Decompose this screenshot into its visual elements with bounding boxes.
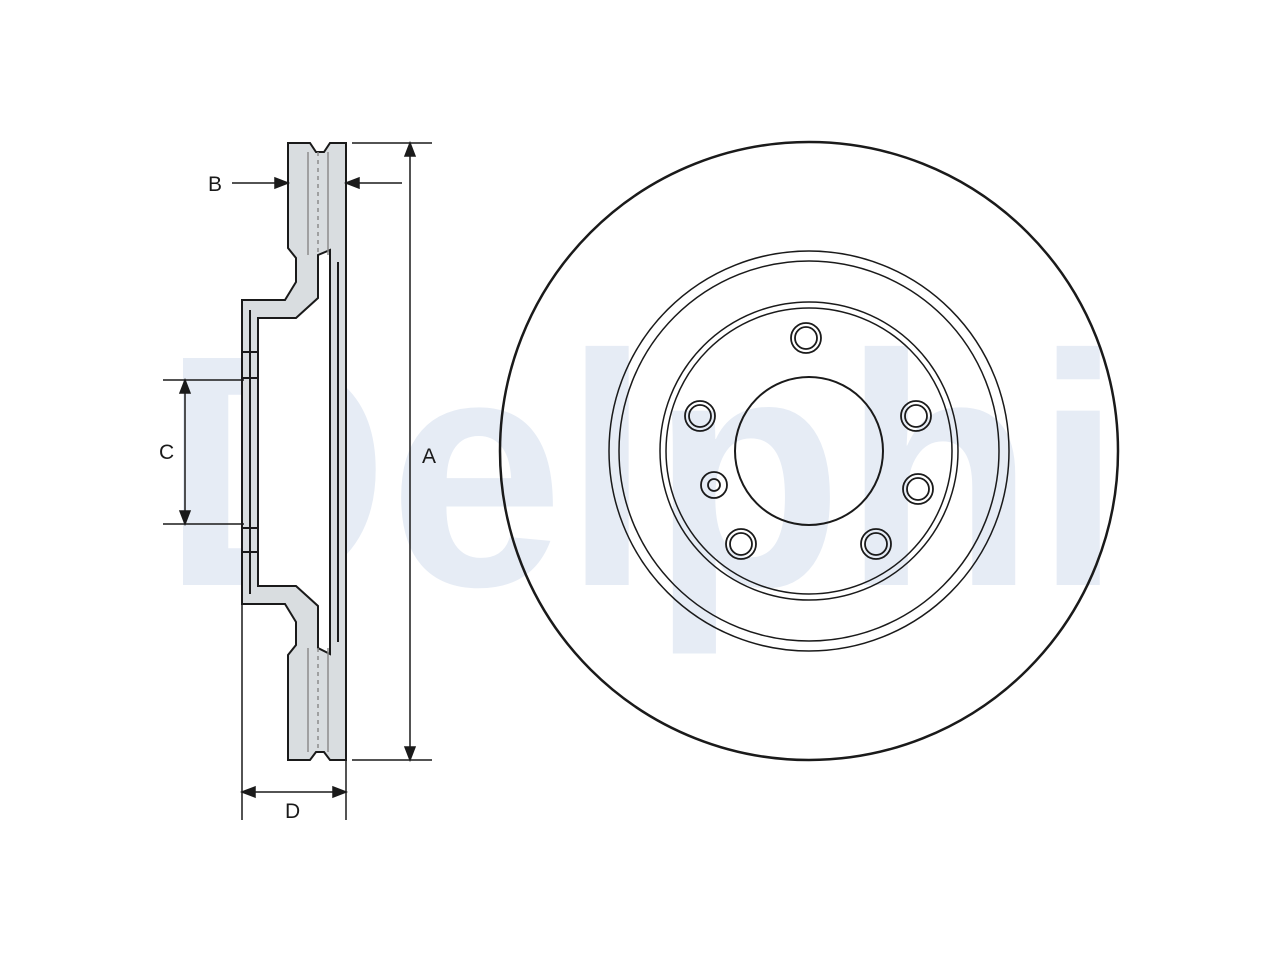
dim-c-arrow-bottom	[178, 510, 192, 527]
front-view	[498, 140, 1120, 762]
locating-screw-hole-inner	[707, 478, 721, 492]
disc-outer-edge	[498, 140, 1120, 762]
bolt-hole	[900, 400, 932, 432]
centre-bore	[734, 376, 884, 526]
bolt-hole-inner	[729, 532, 753, 556]
bolt-hole-inner	[864, 532, 888, 556]
bolt-hole	[725, 528, 757, 560]
dim-a-arrow-top	[403, 140, 417, 157]
dim-a-label: A	[422, 445, 436, 468]
dim-b-arrow-right	[343, 176, 360, 190]
bolt-hole-inner	[794, 326, 818, 350]
dim-c-label: C	[159, 441, 174, 464]
dim-d-label: D	[285, 800, 300, 823]
dim-a-arrow-bottom	[403, 746, 417, 763]
dim-b-label: B	[208, 173, 222, 196]
bolt-hole	[790, 322, 822, 354]
dim-b-arrow-left	[274, 176, 291, 190]
bolt-hole	[684, 400, 716, 432]
bolt-hole-inner	[688, 404, 712, 428]
hat-inner-bore	[257, 248, 331, 656]
hat-outer-edge	[618, 260, 1000, 642]
dim-d-arrow-right	[332, 785, 349, 799]
dimension-lines	[163, 140, 432, 820]
locating-screw-hole	[700, 471, 728, 499]
hub-face-inner	[665, 307, 953, 595]
bolt-hole-inner	[906, 477, 930, 501]
hub-face-outer	[659, 301, 959, 601]
friction-ring-inner-edge	[608, 250, 1010, 652]
bolt-holes	[684, 322, 934, 560]
bolt-hole	[860, 528, 892, 560]
side-section-view	[241, 142, 347, 761]
bolt-hole	[902, 473, 934, 505]
bolt-hole-inner	[904, 404, 928, 428]
dim-c-arrow-top	[178, 377, 192, 394]
dim-d-arrow-left	[239, 785, 256, 799]
